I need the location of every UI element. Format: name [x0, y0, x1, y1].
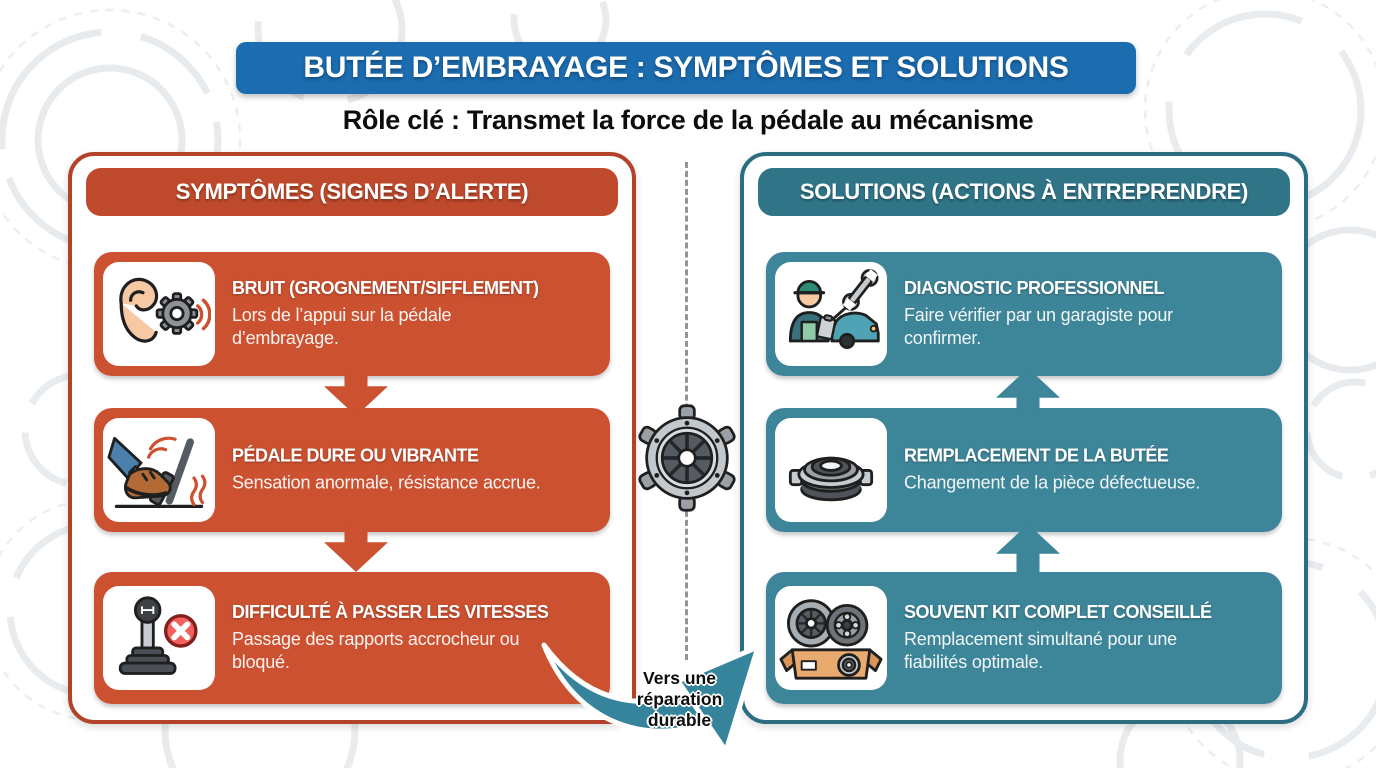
mechanic-diagnostic-icon: [788, 269, 880, 349]
card-desc: Lors de l’appui sur la pédale d’embrayag…: [232, 305, 452, 348]
card-text: DIAGNOSTIC PROFESSIONNEL Faire vérifier …: [904, 278, 1272, 350]
symptom-card-noise: BRUIT (GROGNEMENT/SIFFLEMENT) Lors de l’…: [94, 252, 610, 376]
clutch-pedal-foot-icon: [107, 436, 207, 509]
card-text: DIFFICULTÉ À PASSER LES VITESSES Passage…: [232, 602, 600, 674]
card-title: DIAGNOSTIC PROFESSIONNEL: [904, 278, 1165, 298]
card-title: DIFFICULTÉ À PASSER LES VITESSES: [232, 602, 549, 622]
solutions-header-label: SOLUTIONS (ACTIONS À ENTREPRENDRE): [799, 179, 1249, 204]
card-desc: Sensation anormale, résistance accrue.: [232, 472, 541, 493]
card-desc: Passage des rapports accrocheur ou bloqu…: [232, 629, 520, 672]
card-title: BRUIT (GROGNEMENT/SIFFLEMENT): [232, 278, 539, 298]
icon-tile: [775, 262, 887, 366]
solution-card-diagnostic: DIAGNOSTIC PROFESSIONNEL Faire vérifier …: [766, 252, 1282, 376]
card-text: BRUIT (GROGNEMENT/SIFFLEMENT) Lors de l’…: [232, 278, 600, 350]
icon-tile: [103, 586, 215, 690]
card-desc: Changement de la pièce défectueuse.: [904, 472, 1201, 493]
card-title: PÉDALE DURE OU VIBRANTE: [232, 445, 479, 466]
repair-curved-arrow: [541, 642, 761, 754]
solutions-panel: SOLUTIONS (ACTIONS À ENTREPRENDRE): [740, 152, 1308, 724]
symptoms-panel-header: SYMPTÔMES (SIGNES D’ALERTE): [86, 168, 618, 216]
symptom-card-pedal: PÉDALE DURE OU VIBRANTE Sensation anorma…: [94, 408, 610, 532]
repair-arrow-label-line: Vers une: [643, 668, 716, 688]
symptoms-panel: SYMPTÔMES (SIGNES D’ALERTE): [68, 152, 636, 724]
icon-tile: [103, 418, 215, 522]
symptom-card-gearshift: DIFFICULTÉ À PASSER LES VITESSES Passage…: [94, 572, 610, 704]
clutch-illustration-wrap: [632, 403, 742, 513]
page-title: BUTÉE D’EMBRAYAGE : SYMPTÔMES ET SOLUTIO…: [303, 51, 1069, 84]
gear-shifter-blocked-icon: [118, 596, 198, 675]
symptoms-header-label: SYMPTÔMES (SIGNES D’ALERTE): [175, 179, 529, 204]
clutch-kit-box-icon: [779, 599, 883, 680]
page-subtitle: Rôle clé : Transmet la force de la pédal…: [342, 105, 1034, 135]
card-desc: Remplacement simultané pour une fiabilit…: [904, 629, 1177, 672]
clutch-pressure-plate-icon: [633, 404, 741, 512]
card-title: REMPLACEMENT DE LA BUTÉE: [904, 445, 1169, 466]
solution-card-kit: SOUVENT KIT COMPLET CONSEILLÉ Remplaceme…: [766, 572, 1282, 704]
release-bearing-icon: [788, 456, 874, 502]
card-desc: Faire vérifier par un garagiste pour con…: [904, 305, 1173, 348]
card-title: SOUVENT KIT COMPLET CONSEILLÉ: [904, 602, 1212, 622]
ear-gear-noise-icon: [119, 277, 211, 343]
repair-arrow-label: Vers une réparation durable: [597, 668, 762, 731]
title-banner: BUTÉE D’EMBRAYAGE : SYMPTÔMES ET SOLUTIO…: [236, 42, 1136, 94]
icon-tile: [103, 262, 215, 366]
icon-tile: [775, 418, 887, 522]
icon-tile: [775, 586, 887, 690]
repair-arrow-label-line: réparation: [636, 689, 723, 709]
card-text: SOUVENT KIT COMPLET CONSEILLÉ Remplaceme…: [904, 602, 1272, 674]
repair-arrow-label-line: durable: [647, 710, 712, 730]
solution-card-replacement: REMPLACEMENT DE LA BUTÉE Changement de l…: [766, 408, 1282, 532]
card-text: PÉDALE DURE OU VIBRANTE Sensation anorma…: [232, 446, 600, 495]
card-text: REMPLACEMENT DE LA BUTÉE Changement de l…: [904, 446, 1272, 495]
solutions-panel-header: SOLUTIONS (ACTIONS À ENTREPRENDRE): [758, 168, 1290, 216]
